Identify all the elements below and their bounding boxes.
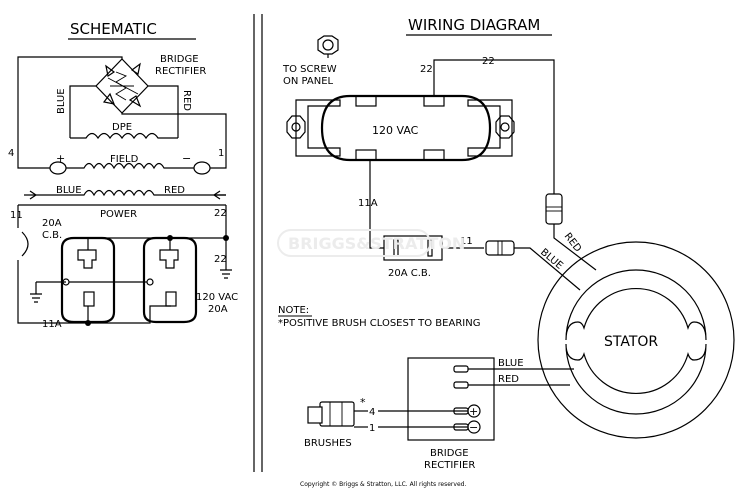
schematic-ground-left — [30, 282, 42, 303]
rectifier-label: RECTIFIER — [424, 460, 475, 471]
schematic-rectifier-label: RECTIFIER — [155, 66, 206, 77]
schematic-minus-sign: − — [182, 152, 191, 165]
wire-11-label: 11 — [460, 236, 473, 247]
rectifier-plus-symbol: + — [469, 405, 478, 418]
wire-11-connector — [485, 240, 515, 256]
red-wire-label: RED — [562, 231, 584, 255]
schematic-terminal-11: 11 — [10, 210, 23, 221]
schematic-panel: SCHEMATIC BRIDGE RECTIFIER BLUE RED DPE … — [8, 20, 238, 330]
schematic-wire-11a-path — [17, 260, 88, 324]
stator-label: STATOR — [604, 334, 658, 350]
schematic-amp-label: 20A — [208, 304, 228, 315]
wire-11a-path — [369, 160, 384, 249]
to-screw-label: TO SCREW — [282, 64, 337, 75]
schematic-right-connector — [212, 190, 226, 200]
schematic-dpe-label: DPE — [112, 122, 132, 133]
watermark: BRIGGS&STRATTON — [277, 229, 465, 257]
blue-wire-label: BLUE — [538, 247, 565, 272]
schematic-power-label: POWER — [100, 209, 137, 220]
brush-terminal-4: 4 — [369, 407, 375, 418]
schematic-terminal-4: 4 — [8, 148, 14, 159]
schematic-blue-wire — [69, 85, 96, 138]
schematic-receptacle-1 — [60, 236, 116, 324]
duplex-receptacle — [286, 94, 515, 162]
rectifier-red-label: RED — [498, 374, 519, 385]
schematic-brush-positive — [49, 161, 67, 175]
red-stator-lead — [553, 224, 597, 271]
schematic-breaker-type: C.B. — [42, 230, 62, 241]
schematic-power-red-label: RED — [164, 185, 185, 196]
bridge-rectifier-box — [407, 357, 495, 441]
schematic-bridge-label: BRIDGE — [160, 54, 199, 65]
schematic-blue-label: BLUE — [56, 88, 67, 114]
brush-terminal-1: 1 — [369, 423, 375, 434]
schematic-red-label: RED — [181, 90, 192, 111]
schematic-plus-sign: + — [56, 152, 65, 165]
brushes-label: BRUSHES — [304, 438, 352, 449]
note-text: *POSITIVE BRUSH CLOSEST TO BEARING — [278, 318, 480, 329]
schematic-receptacle-bus-bottom — [88, 305, 171, 324]
blue-stator-lead — [514, 247, 581, 291]
wire-22-path — [433, 59, 555, 194]
wiring-panel: WIRING DIAGRAM TO SCREW ON PANEL 22 22 — [278, 16, 735, 471]
schematic-left-connector — [24, 190, 38, 200]
schematic-terminal-1: 1 — [218, 148, 224, 159]
schematic-receptacle-2 — [142, 236, 198, 324]
brush-asterisk: * — [360, 396, 366, 409]
rectifier-bridge-label: BRIDGE — [430, 448, 469, 459]
schematic-junction-right — [223, 235, 229, 241]
schematic-terminal-22-bottom: 22 — [214, 254, 227, 265]
rectifier-blue-label: BLUE — [498, 358, 524, 369]
note-title: NOTE: — [278, 305, 309, 316]
schematic-dpe-coil — [70, 132, 178, 140]
schematic-red-wire — [148, 85, 179, 138]
schematic-breaker-symbol — [21, 231, 29, 257]
schematic-bridge-rectifier — [95, 58, 149, 114]
schematic-wire-11a-label: 11A — [42, 319, 62, 330]
copyright-text: Copyright © Briggs & Stratton, LLC. All … — [300, 481, 466, 488]
schematic-title: SCHEMATIC — [70, 20, 157, 38]
schematic-power-coil — [36, 189, 226, 197]
stator — [537, 241, 735, 439]
wire-22-label-b: 22 — [482, 56, 495, 67]
wire-22-connector — [545, 193, 563, 225]
schematic-right-loop-wire — [121, 113, 227, 169]
wiring-title: WIRING DIAGRAM — [408, 16, 540, 34]
wire-22-label-a: 22 — [420, 64, 433, 75]
schematic-ground-right — [220, 240, 232, 279]
wire-11a-label: 11A — [358, 198, 378, 209]
panel-screw — [317, 35, 339, 55]
schematic-field-coil — [66, 162, 194, 170]
watermark-text: BRIGGS&STRATTON — [288, 234, 465, 253]
schematic-brush-negative — [193, 161, 211, 175]
schematic-power-blue-label: BLUE — [56, 185, 82, 196]
schematic-left-loop-wire — [17, 56, 123, 169]
schematic-breaker-rating: 20A — [42, 218, 62, 229]
brush-assembly — [307, 401, 368, 428]
on-panel-label: ON PANEL — [283, 76, 334, 87]
schematic-field-label: FIELD — [110, 154, 139, 165]
schematic-terminal-22-top: 22 — [214, 208, 227, 219]
rectifier-minus-symbol: − — [469, 421, 478, 434]
schematic-voltage-label: 120 VAC — [196, 292, 238, 303]
breaker-label: 20A C.B. — [388, 268, 431, 279]
receptacle-voltage-label: 120 VAC — [372, 124, 419, 137]
